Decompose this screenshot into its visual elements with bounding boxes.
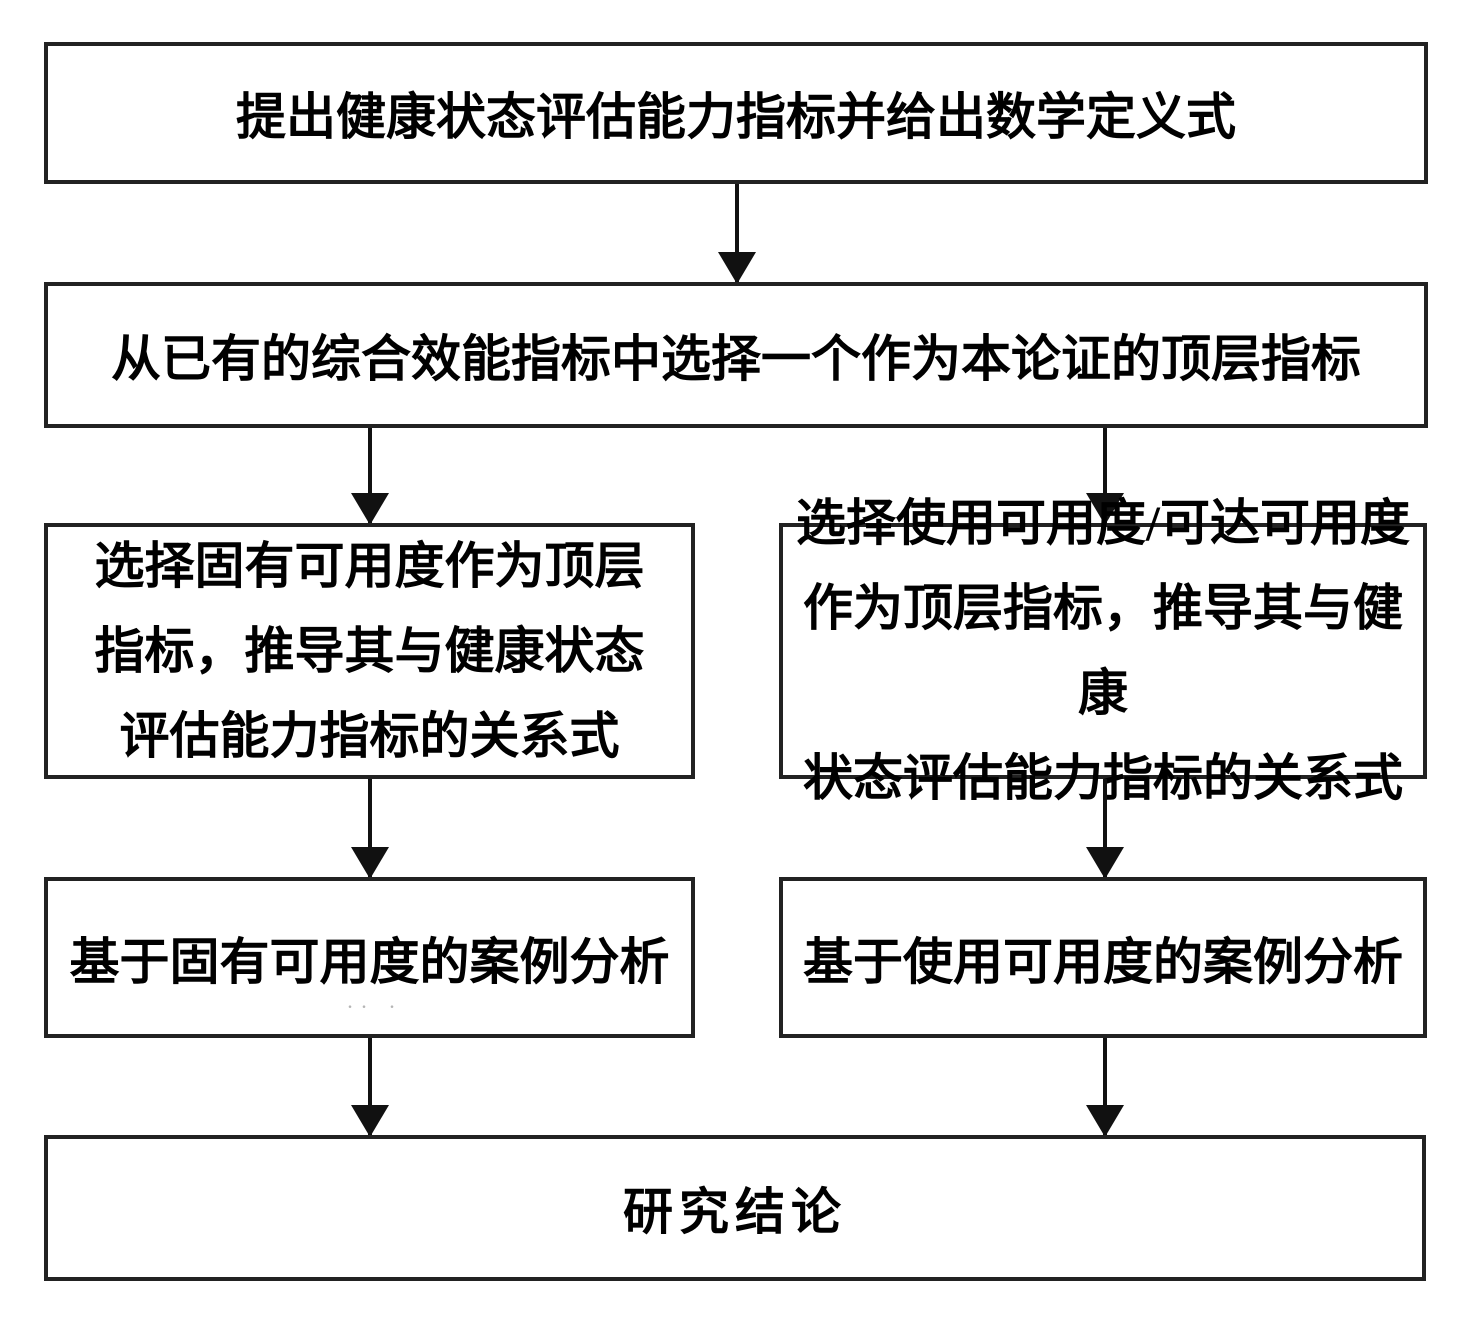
flow-box-step2-label: 从已有的综合效能指标中选择一个作为本论证的顶层指标	[111, 331, 1361, 387]
flow-box-step1-label: 提出健康状态评估能力指标并给出数学定义式	[236, 89, 1236, 145]
arrow-step2-to-step3-right	[1103, 428, 1107, 523]
flow-box-step1: 提出健康状态评估能力指标并给出数学定义式	[44, 42, 1428, 184]
flow-box-step3-right-label: 选择使用可用度/可达可用度 作为顶层指标，推导其与健康 状态评估能力指标的关系式	[796, 495, 1410, 806]
flow-box-step4-left-label: 基于固有可用度的案例分析	[69, 933, 670, 990]
scan-artifact: .. .	[348, 995, 404, 1012]
arrow-step2-to-step3-left	[368, 428, 372, 523]
flow-box-step3-right: 选择使用可用度/可达可用度 作为顶层指标，推导其与健康 状态评估能力指标的关系式	[779, 495, 1427, 806]
flow-box-step4-left: 基于固有可用度的案例分析	[44, 877, 695, 1038]
arrow-step3-left-to-step4-left	[368, 779, 372, 877]
arrow-step3-right-to-step4-right	[1103, 779, 1107, 877]
flow-box-step2: 从已有的综合效能指标中选择一个作为本论证的顶层指标	[44, 282, 1428, 428]
flow-box-step5-label: 研究结论	[623, 1184, 847, 1240]
flow-box-step5: 研究结论	[44, 1135, 1426, 1281]
flow-box-step4-right: 基于使用可用度的案例分析	[779, 877, 1427, 1038]
flow-box-step4-right-label: 基于使用可用度的案例分析	[803, 933, 1403, 990]
arrow-step4-left-to-step5	[368, 1038, 372, 1135]
flow-box-step3-left-label: 选择固有可用度作为顶层 指标，推导其与健康状态 评估能力指标的关系式	[94, 537, 645, 764]
flow-box-step3-left: 选择固有可用度作为顶层 指标，推导其与健康状态 评估能力指标的关系式	[44, 523, 695, 779]
arrow-step4-right-to-step5	[1103, 1038, 1107, 1135]
arrow-step1-to-step2	[735, 184, 739, 282]
